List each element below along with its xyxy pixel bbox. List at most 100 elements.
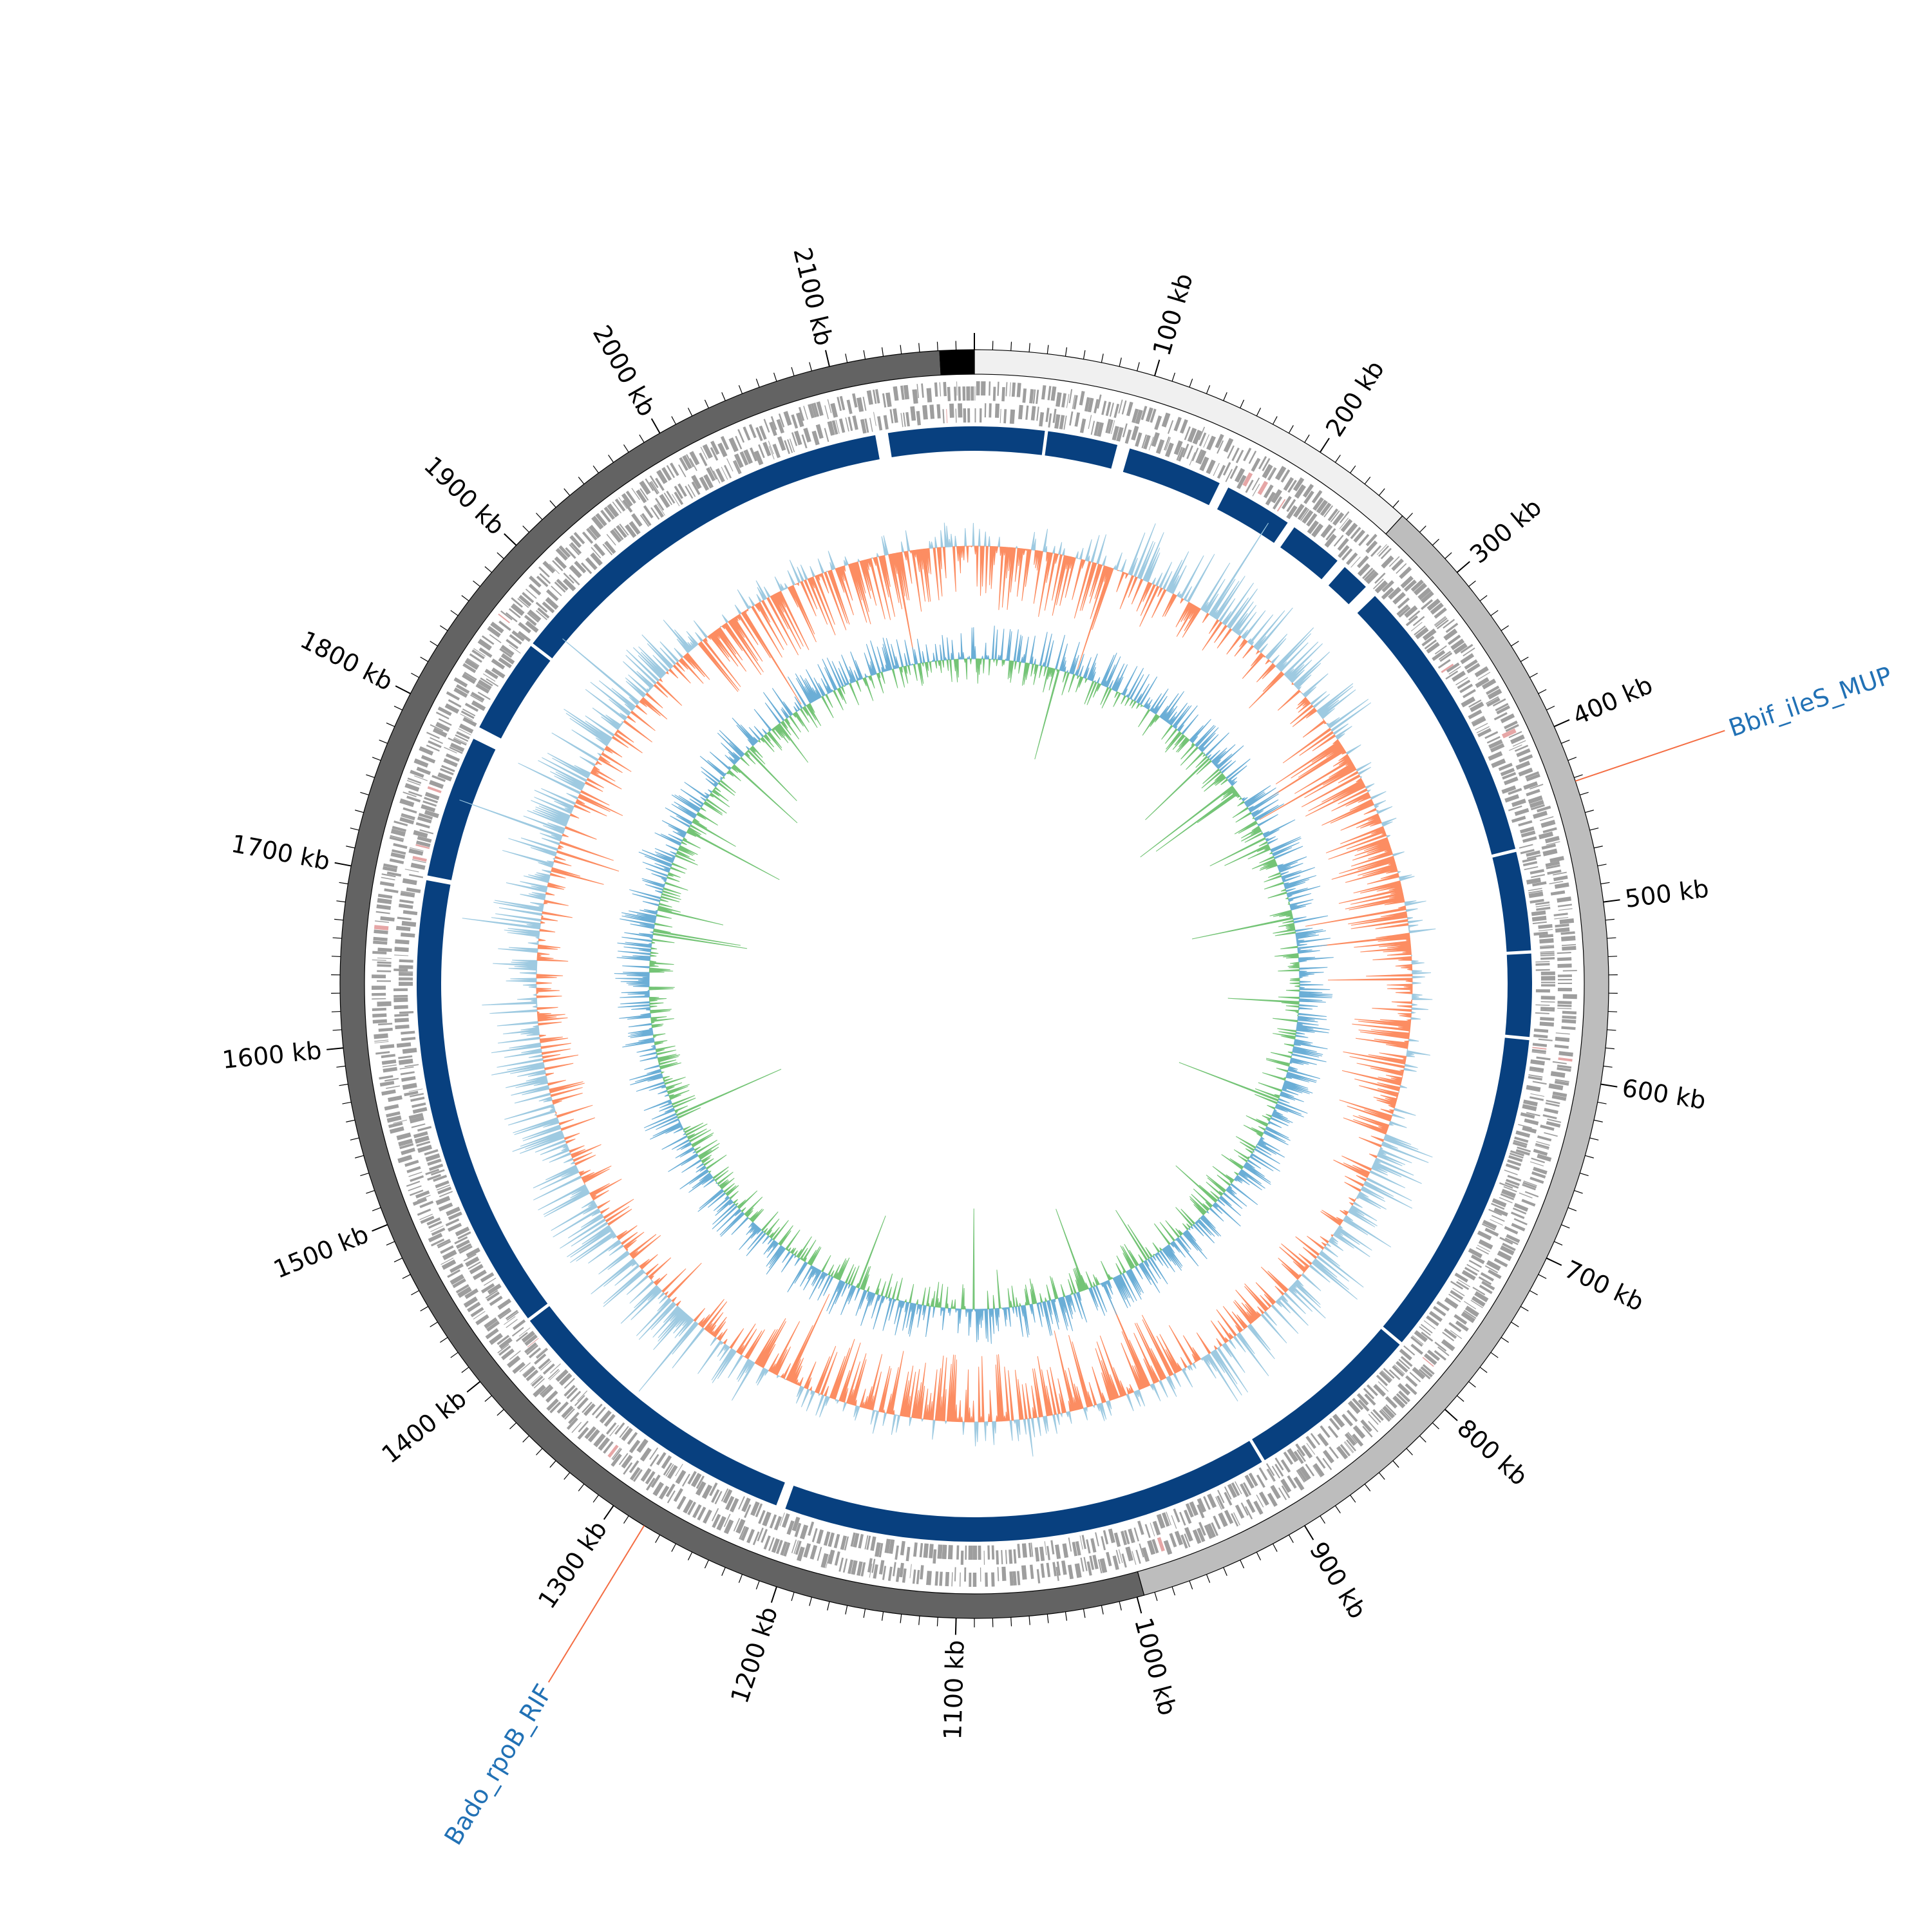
cds-reverse (472, 1269, 487, 1280)
cds-forward (399, 1142, 414, 1150)
cds-reverse (1116, 426, 1124, 442)
cds-reverse (1257, 480, 1269, 495)
cds-reverse (1094, 421, 1100, 436)
cds-forward (621, 493, 633, 507)
cds-reverse (1520, 830, 1536, 838)
minor-tick (1137, 362, 1140, 372)
cds-forward (566, 1417, 578, 1430)
cds-forward (1547, 1118, 1562, 1123)
cds-reverse (674, 491, 684, 506)
cds-reverse (398, 904, 413, 909)
cds-reverse (1046, 1546, 1050, 1560)
cds-reverse (1403, 1345, 1416, 1356)
cds-forward (430, 1238, 445, 1247)
minor-tick (1083, 350, 1086, 359)
cds-forward (588, 524, 601, 539)
cds-forward (1293, 1476, 1305, 1491)
minor-tick (350, 828, 359, 831)
cds-forward (442, 1249, 457, 1260)
cds-forward (1184, 1527, 1193, 1542)
cds-forward (1141, 406, 1148, 421)
cds-reverse (794, 430, 802, 446)
cds-forward (723, 1519, 734, 1535)
cds-reverse (1274, 1463, 1284, 1477)
cds-reverse (709, 466, 717, 480)
cds-forward (569, 535, 582, 548)
cds-forward (1555, 923, 1569, 928)
cds-reverse (542, 601, 555, 614)
cds-forward (1518, 754, 1533, 763)
minor-tick (360, 1172, 369, 1177)
coverage-block (1045, 431, 1118, 469)
minor-tick (1223, 392, 1227, 401)
cds-reverse (1176, 446, 1183, 461)
cds-reverse (1488, 1209, 1502, 1216)
minor-tick (1206, 1574, 1211, 1583)
minor-tick (461, 595, 469, 601)
cds-forward (1497, 1250, 1512, 1262)
cds-reverse (1347, 1400, 1361, 1414)
cds-reverse (480, 1272, 495, 1283)
cds-forward (1161, 412, 1171, 428)
cds-reverse (435, 1180, 450, 1189)
cds-reverse (459, 1245, 473, 1255)
cds-forward (1555, 1036, 1570, 1043)
cds-forward (1223, 437, 1234, 453)
cds-forward (985, 1572, 988, 1587)
minor-tick (355, 1155, 364, 1159)
cds-forward (1493, 1258, 1508, 1267)
cds-forward (712, 1513, 721, 1528)
tick-label: 1300 kb (533, 1515, 612, 1613)
cds-reverse (627, 1432, 638, 1445)
cds-forward (406, 1180, 421, 1187)
cds-reverse (393, 997, 408, 1003)
cds-forward (1388, 556, 1400, 567)
cds-reverse (1164, 436, 1170, 451)
cds-reverse (1520, 849, 1535, 855)
cds-reverse (955, 408, 957, 423)
cds-forward (852, 393, 858, 408)
cds-forward (1540, 819, 1556, 828)
cds-reverse (1150, 1522, 1155, 1537)
cds-reverse (1055, 1544, 1061, 1559)
cds-forward (1533, 810, 1548, 819)
minor-tick (1364, 477, 1371, 484)
cds-forward (834, 1551, 840, 1566)
cds-forward (631, 488, 640, 500)
cds-reverse (831, 420, 838, 435)
cds-forward (431, 1227, 446, 1236)
cds-forward (1560, 931, 1575, 935)
cds-forward (1029, 1564, 1034, 1579)
cds-reverse (629, 521, 641, 535)
cds-forward (1554, 1044, 1569, 1049)
cds-reverse (509, 634, 522, 645)
cds-forward (1480, 1272, 1494, 1282)
cds-forward (377, 964, 392, 967)
cds-reverse (1433, 1305, 1446, 1317)
cds-forward (1274, 466, 1287, 480)
cds-reverse (614, 1422, 625, 1435)
minor-tick (1256, 1551, 1262, 1560)
cds-forward (416, 766, 431, 775)
cds-forward (1547, 869, 1562, 875)
cds-reverse (1502, 772, 1517, 780)
minor-tick (564, 488, 571, 496)
cds-reverse (1531, 874, 1546, 878)
cds-forward (743, 426, 751, 441)
cds-reverse (397, 916, 412, 921)
cds-forward (1531, 804, 1545, 811)
cds-reverse (714, 1491, 723, 1504)
cds-reverse (1231, 1482, 1240, 1497)
major-tick (1444, 1408, 1458, 1421)
cds-forward (1192, 430, 1202, 445)
tick-label: 1500 kb (269, 1220, 372, 1283)
cds-reverse (1468, 1260, 1482, 1268)
cds-forward (1493, 712, 1508, 721)
cds-reverse (1468, 709, 1482, 719)
cds-reverse (470, 694, 484, 703)
cds-forward (383, 1066, 398, 1073)
cds-reverse (1514, 808, 1530, 816)
cds-forward (384, 1104, 399, 1111)
minor-tick (863, 1609, 866, 1618)
cds-reverse (466, 1247, 480, 1258)
